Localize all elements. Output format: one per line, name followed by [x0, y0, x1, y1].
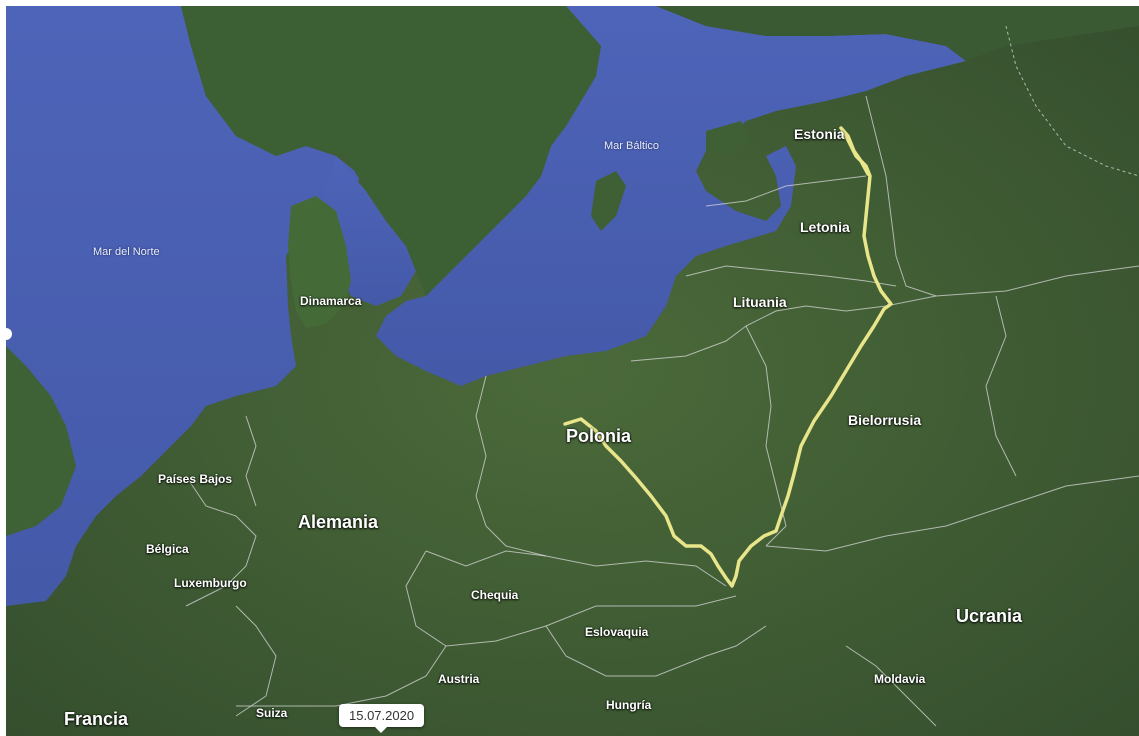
- finland: [656, 6, 1139, 61]
- label-polonia: Polonia: [566, 426, 632, 446]
- label-paises-bajos: Países Bajos: [158, 472, 233, 486]
- label-letonia: Letonia: [800, 219, 850, 235]
- saaremaa: [706, 121, 751, 156]
- denmark: [288, 196, 351, 328]
- travel-route: [563, 126, 893, 588]
- label-austria: Austria: [438, 672, 480, 686]
- label-ucrania: Ucrania: [956, 606, 1023, 626]
- date-marker-bubble[interactable]: 15.07.2020: [339, 704, 425, 733]
- label-mar-del-norte: Mar del Norte: [93, 246, 160, 258]
- scandinavia: [181, 6, 601, 296]
- country-borders: [185, 25, 1139, 727]
- label-lituania: Lituania: [733, 294, 787, 310]
- label-francia: Francia: [64, 709, 129, 729]
- label-belgica: Bélgica: [146, 542, 189, 556]
- gotland: [591, 171, 626, 231]
- label-moldavia: Moldavia: [874, 672, 926, 686]
- label-dinamarca: Dinamarca: [300, 294, 362, 308]
- map-view[interactable]: Mar del Norte Mar Báltico Estonia Letoni…: [6, 6, 1139, 736]
- label-estonia: Estonia: [794, 126, 845, 142]
- label-eslovaquia: Eslovaquia: [585, 625, 649, 639]
- label-hungria: Hungría: [606, 698, 652, 712]
- great-britain: [6, 346, 76, 536]
- label-mar-baltico: Mar Báltico: [604, 140, 660, 152]
- north-sea: [6, 6, 361, 606]
- edge-marker-icon[interactable]: [6, 328, 12, 340]
- label-suiza: Suiza: [256, 706, 288, 720]
- label-luxemburgo: Luxemburgo: [174, 576, 247, 590]
- satellite-map[interactable]: [6, 6, 1139, 736]
- label-chequia: Chequia: [471, 588, 519, 602]
- label-bielorrusia: Bielorrusia: [848, 412, 922, 428]
- label-alemania: Alemania: [298, 512, 379, 532]
- baltic-sea: [376, 6, 966, 386]
